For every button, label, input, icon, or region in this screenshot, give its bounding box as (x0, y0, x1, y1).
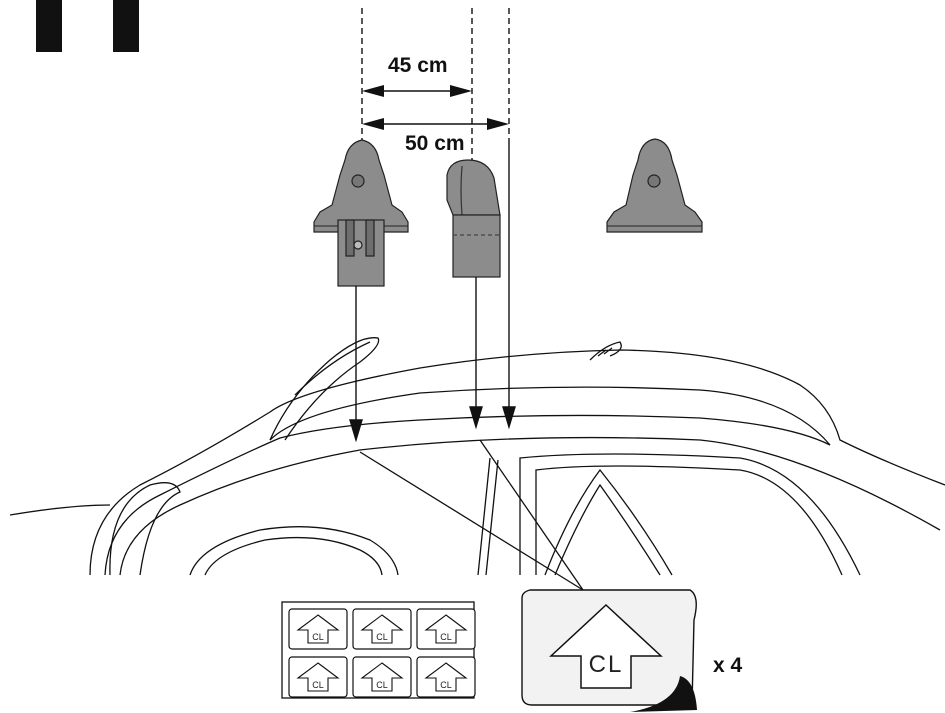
dimension-45cm: 45 cm (362, 54, 472, 97)
middle-rack-pad (446, 159, 501, 278)
small-sticker-symbol: CL (312, 632, 324, 642)
sticker-sheet-cells: CL CL CL CL CL CL (288, 608, 476, 698)
corner-marker-bars (36, 0, 139, 52)
small-arrow-up-icon (424, 662, 468, 692)
sticker-sheet: CL CL CL CL CL CL (281, 601, 476, 699)
sticker-symbol: CL (589, 651, 624, 678)
sticker-sheet-cell: CL (288, 656, 348, 698)
sticker-sheet-cell: CL (352, 656, 412, 698)
small-sticker-symbol: CL (440, 680, 452, 690)
small-arrow-up-icon (360, 614, 404, 644)
small-sticker-symbol: CL (376, 680, 388, 690)
small-sticker-symbol: CL (312, 680, 324, 690)
dimension-50cm: 50 cm (362, 118, 509, 155)
dimension-50cm-label: 50 cm (405, 132, 465, 155)
right-rack-foot (606, 138, 703, 233)
sticker-sheet-cell: CL (352, 608, 412, 650)
large-sticker: CL (521, 589, 697, 712)
small-arrow-up-icon (296, 662, 340, 692)
small-arrow-up-icon (360, 662, 404, 692)
small-arrow-up-icon (424, 614, 468, 644)
car-roof-outline (9, 337, 945, 576)
sticker-sheet-cell: CL (288, 608, 348, 650)
dimension-45cm-label: 45 cm (388, 54, 448, 77)
small-sticker-symbol: CL (440, 632, 452, 642)
sticker-pointer-lines (359, 439, 584, 591)
sticker-sheet-cell: CL (416, 608, 476, 650)
dashed-reference-lines (361, 8, 510, 160)
small-arrow-up-icon (296, 614, 340, 644)
small-sticker-symbol: CL (376, 632, 388, 642)
sticker-sheet-cell: CL (416, 656, 476, 698)
left-rack-foot (313, 139, 409, 287)
large-arrow-up-icon (549, 603, 663, 689)
quantity-label: x 4 (713, 654, 743, 677)
